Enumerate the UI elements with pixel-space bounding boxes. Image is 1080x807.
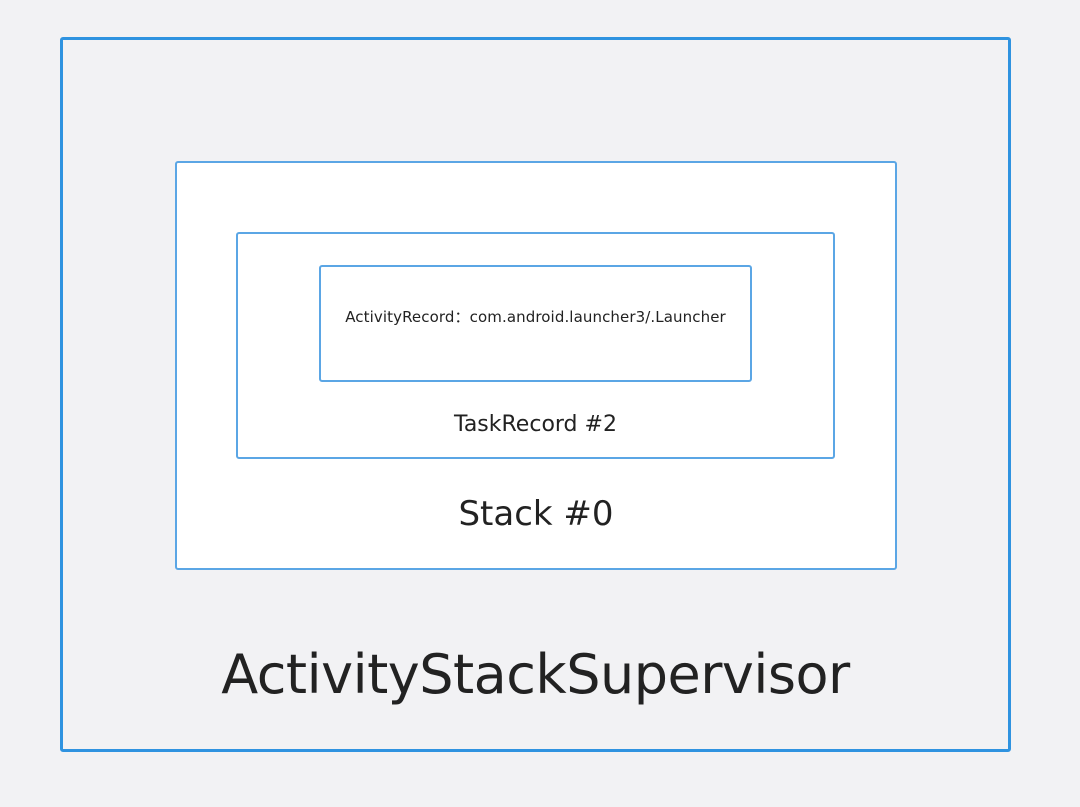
activity-record-container: ActivityRecord：com.android.launcher3/.La… xyxy=(319,265,752,382)
activity-record-label: ActivityRecord：com.android.launcher3/.La… xyxy=(345,308,726,326)
task-record-label: TaskRecord #2 xyxy=(454,412,617,437)
stack-label: Stack #0 xyxy=(458,494,614,534)
activity-stack-supervisor-label: ActivityStackSupervisor xyxy=(221,643,850,706)
